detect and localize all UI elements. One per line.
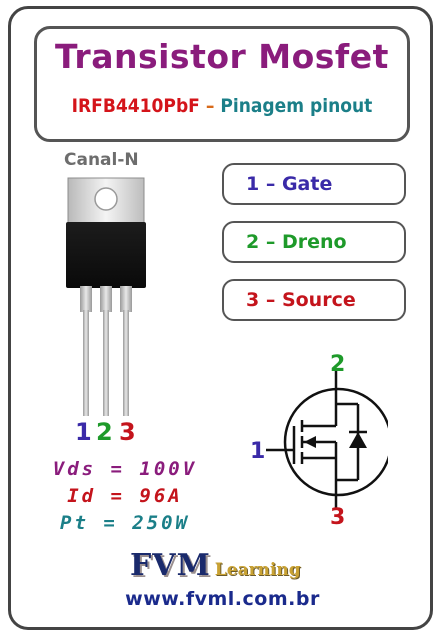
pin-number-2: 2 [96,418,113,446]
pin-number-3: 3 [119,418,136,446]
to220-package-icon [66,177,146,416]
spec-vds: Vds = 100V [52,458,198,480]
symbol-pin-3: 3 [330,505,346,530]
subtitle: IRFB4410PbF – Pinagem pinout [37,95,407,117]
pin-number-1: 1 [75,418,92,446]
website-url[interactable]: www.fvml.com.br [125,588,320,610]
channel-label: Canal-N [64,150,139,170]
symbol-pin-2: 2 [330,352,346,377]
title-box: Transistor Mosfet IRFB4410PbF – Pinagem … [34,26,410,142]
pin-drain-label: 2 – Dreno [222,221,406,263]
logo-sub: Learning [214,560,301,580]
symbol-pin-1: 1 [250,439,266,464]
page-frame [8,6,433,630]
page-title: Transistor Mosfet [55,37,389,76]
subtitle-separator: – [199,95,221,117]
spec-pt: Pt = 250W [60,512,190,534]
pin-source-label: 3 – Source [222,279,406,321]
part-number: IRFB4410PbF [71,95,200,117]
spec-id: Id = 96A [67,485,183,507]
pinout-label: Pinagem pinout [220,95,373,117]
n-channel-mosfet-symbol-icon [266,370,388,510]
logo-main: FVM [130,548,211,583]
pin-gate-label: 1 – Gate [222,163,406,205]
